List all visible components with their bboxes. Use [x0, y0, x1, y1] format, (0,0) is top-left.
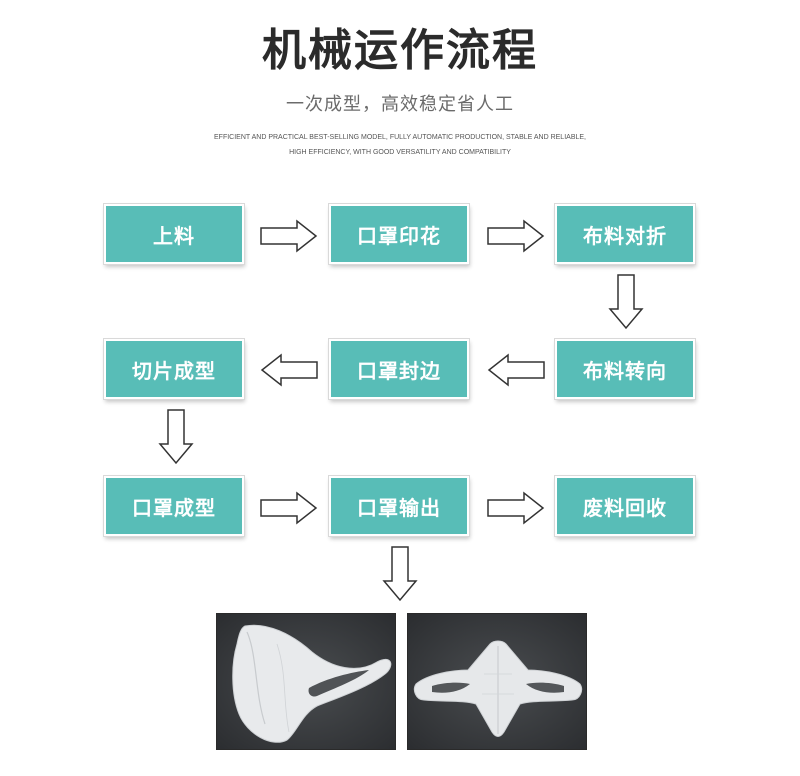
step-mask-edge-sealing: 口罩封边 — [329, 339, 469, 399]
mask-side-view-photo — [216, 613, 396, 750]
arrow-down-icon — [382, 546, 418, 602]
arrow-right-icon — [260, 219, 318, 253]
arrow-left-icon — [260, 353, 318, 387]
step-mask-output: 口罩输出 — [329, 476, 469, 536]
arrow-right-icon — [487, 491, 545, 525]
arrow-left-icon — [487, 353, 545, 387]
page-subtitle: 一次成型，高效稳定省人工 — [286, 94, 514, 115]
page-title: 机械运作流程 — [262, 25, 538, 76]
step-mask-printing: 口罩印花 — [329, 204, 469, 264]
mask-front-view-photo — [407, 613, 587, 750]
arrow-down-icon — [608, 274, 644, 330]
step-slice-forming: 切片成型 — [104, 339, 244, 399]
arrow-right-icon — [260, 491, 318, 525]
arrow-right-icon — [487, 219, 545, 253]
english-description-line-1: EFFICIENT AND PRACTICAL BEST-SELLING MOD… — [214, 134, 586, 141]
step-mask-forming: 口罩成型 — [104, 476, 244, 536]
step-fabric-turning: 布料转向 — [555, 339, 695, 399]
step-waste-recycling: 废料回收 — [555, 476, 695, 536]
arrow-down-icon — [158, 409, 194, 465]
step-fabric-folding: 布料对折 — [555, 204, 695, 264]
step-feeding: 上料 — [104, 204, 244, 264]
english-description-line-2: HIGH EFFICIENCY, WITH GOOD VERSATILITY A… — [289, 149, 511, 156]
